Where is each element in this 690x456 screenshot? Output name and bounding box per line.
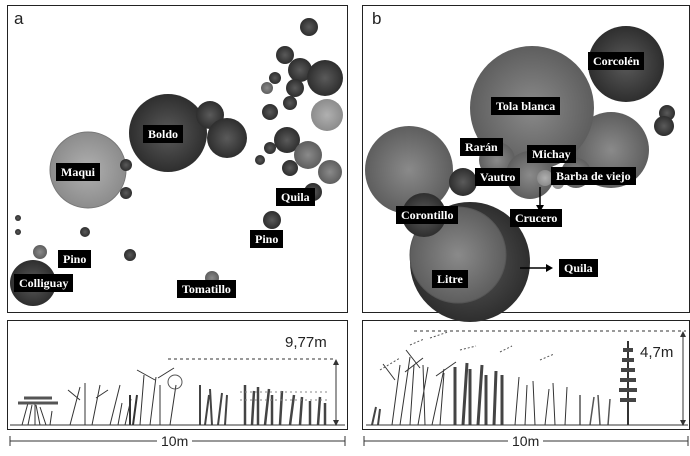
label-crucero: Crucero xyxy=(510,209,563,227)
label-michay: Michay xyxy=(527,145,576,163)
panel-b-vegetation-profile xyxy=(366,331,688,426)
crown-corontillo xyxy=(365,126,453,214)
label-quila-b: Quila xyxy=(559,259,598,277)
label-tola-blanca: Tola blanca xyxy=(491,97,561,115)
panel-a-vegetation-profile xyxy=(10,367,345,426)
panel-a-height-label: 9,77m xyxy=(285,334,327,351)
panel-a-letter: a xyxy=(14,9,24,28)
label-quila: Quila xyxy=(276,188,315,206)
label-corcolen: Corcolén xyxy=(588,52,645,70)
label-pino-right: Pino xyxy=(250,230,284,248)
label-colliguay: Colliguay xyxy=(14,274,74,292)
label-maqui: Maqui xyxy=(56,163,101,181)
panel-b-letter: b xyxy=(372,9,382,28)
label-corontillo: Corontillo xyxy=(396,206,459,224)
label-barba-de-viejo: Barba de viejo xyxy=(551,167,636,185)
panel-b-height-label: 4,7m xyxy=(640,344,674,361)
label-pino-left: Pino xyxy=(58,250,92,268)
panel-b-scale-label: 10m xyxy=(508,433,544,449)
label-raran: Rarán xyxy=(460,138,503,156)
label-boldo: Boldo xyxy=(143,125,184,143)
label-vautro: Vautro xyxy=(475,168,521,186)
panel-a-scale-label: 10m xyxy=(157,433,193,449)
label-tomatillo: Tomatillo xyxy=(177,280,236,298)
label-litre: Litre xyxy=(432,270,468,288)
